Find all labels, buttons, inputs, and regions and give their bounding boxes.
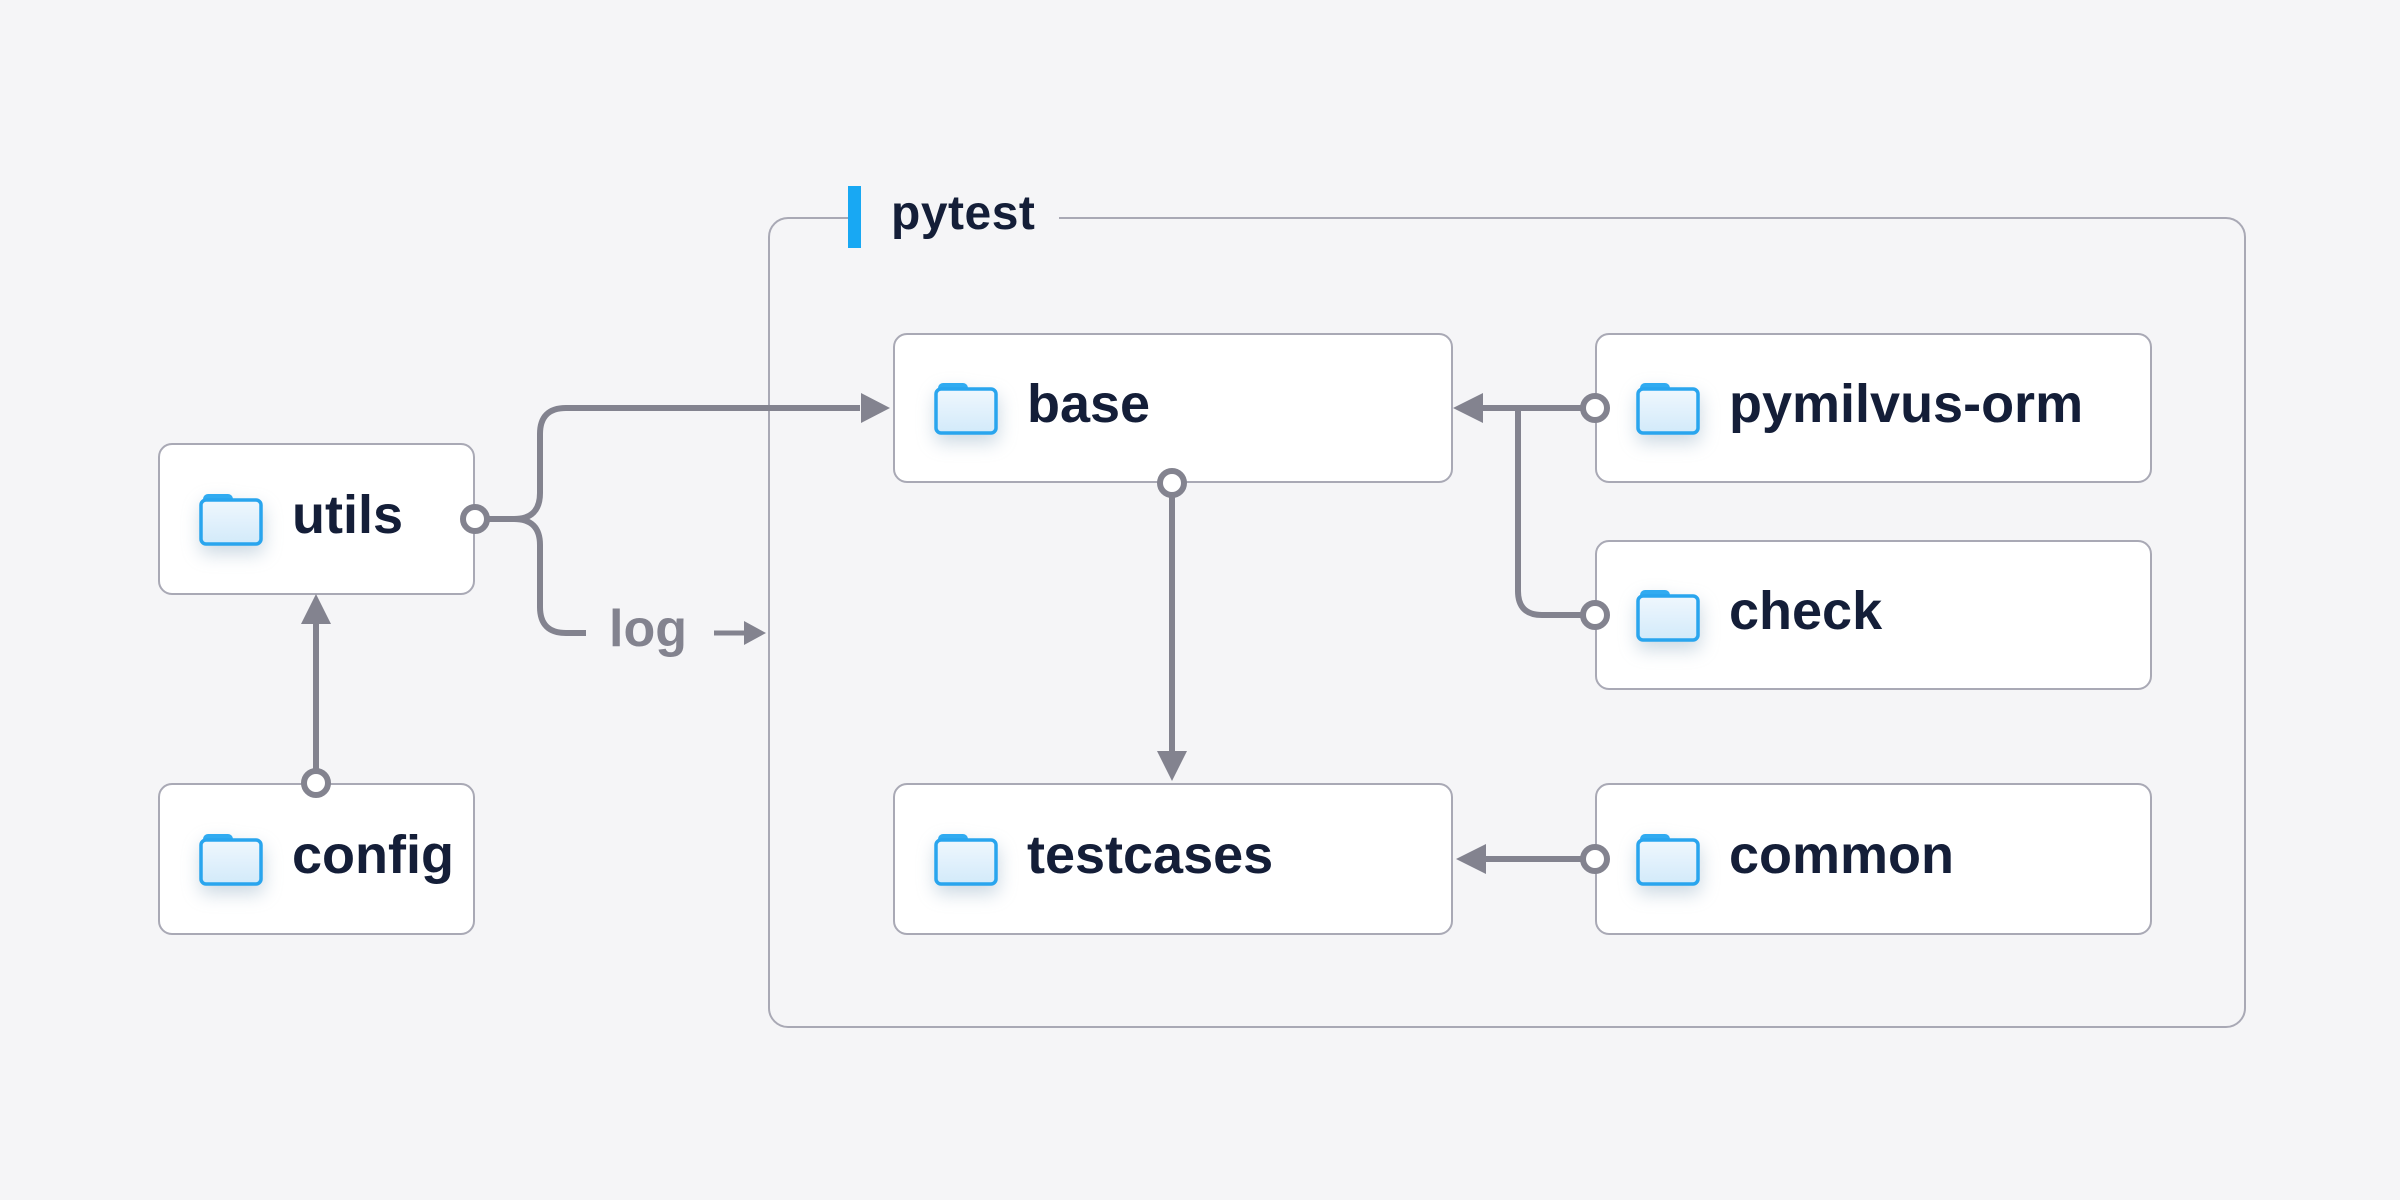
folder-icon (1635, 587, 1701, 643)
node-base: base (893, 333, 1453, 483)
node-label: config (292, 825, 454, 885)
log-arrow-icon (714, 621, 766, 645)
node-label: testcases (1027, 825, 1274, 885)
node-pymilvus-orm: pymilvus-orm (1595, 333, 2152, 483)
node-testcases: testcases (893, 783, 1453, 935)
node-label: pymilvus-orm (1729, 374, 2084, 434)
folder-icon (933, 380, 999, 436)
folder-icon (1635, 380, 1701, 436)
node-utils: utils (158, 443, 475, 595)
arrowhead-up-icon (301, 594, 331, 624)
group-title: pytest (891, 187, 1036, 240)
folder-icon (933, 831, 999, 887)
pytest-group-label: pytest (848, 186, 1060, 248)
node-label: common (1729, 825, 1955, 885)
folder-icon (198, 491, 264, 547)
node-label: base (1027, 374, 1151, 434)
log-edge-label: log (609, 600, 687, 658)
pytest-group-container (768, 217, 2246, 1028)
node-config: config (158, 783, 475, 935)
node-label: check (1729, 581, 1883, 641)
folder-icon (198, 831, 264, 887)
node-label: utils (292, 485, 404, 545)
node-check: check (1595, 540, 2152, 690)
accent-bar (848, 186, 861, 248)
edge-config-to-utils (301, 594, 331, 798)
folder-icon (1635, 831, 1701, 887)
node-common: common (1595, 783, 2152, 935)
